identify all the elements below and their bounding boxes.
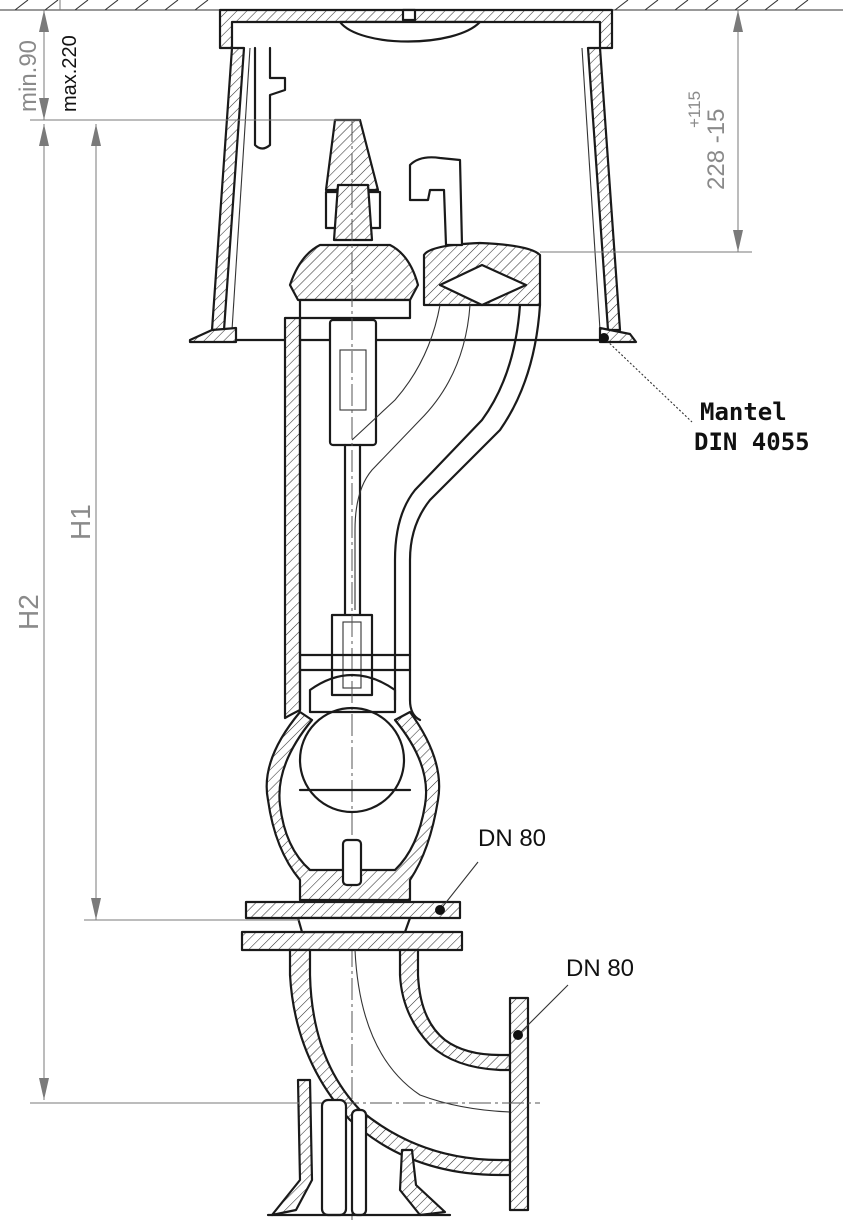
upper-flange — [244, 900, 462, 920]
dim-mantel-tolerance: +115 — [685, 91, 704, 128]
label-din: DIN 4055 — [694, 428, 810, 456]
hydrant-body — [240, 118, 542, 1220]
surface-box-mantel — [188, 8, 638, 344]
box-base-flange — [188, 326, 238, 344]
foot-bend — [40, 948, 540, 1217]
valve-bulb — [265, 710, 441, 902]
label-upper-flange: DN 80 — [478, 825, 546, 852]
lid — [218, 8, 614, 50]
dim-h1: H1 — [65, 504, 96, 540]
dimension-lines — [30, 0, 752, 1104]
dim-cover-max: max.220 — [59, 35, 81, 112]
s-pipe-inner — [393, 303, 522, 702]
flange-leader-outlet — [517, 984, 569, 1036]
head-casting — [288, 243, 420, 302]
foot — [270, 1078, 314, 1217]
flange-leader-upper — [439, 861, 479, 911]
dim-h2: H2 — [13, 594, 44, 630]
label-outlet-flange: DN 80 — [566, 955, 634, 982]
bend-inner-shell — [398, 948, 512, 1072]
valve-ball — [298, 706, 406, 814]
mantel-leader — [603, 337, 693, 423]
outlet-flange — [508, 996, 530, 1212]
s-pipe-outer — [408, 303, 542, 722]
lid-hook — [253, 46, 287, 150]
dim-mantel-height: 228 -15 — [703, 109, 730, 190]
spindle-head — [328, 318, 378, 447]
box-wall-left — [210, 46, 246, 332]
ground-line — [0, 0, 843, 11]
dim-cover-min: min.90 — [15, 40, 42, 112]
box-wall-right — [586, 46, 622, 332]
label-mantel: Mantel — [700, 398, 787, 426]
standpipe-left-wall — [283, 316, 302, 720]
